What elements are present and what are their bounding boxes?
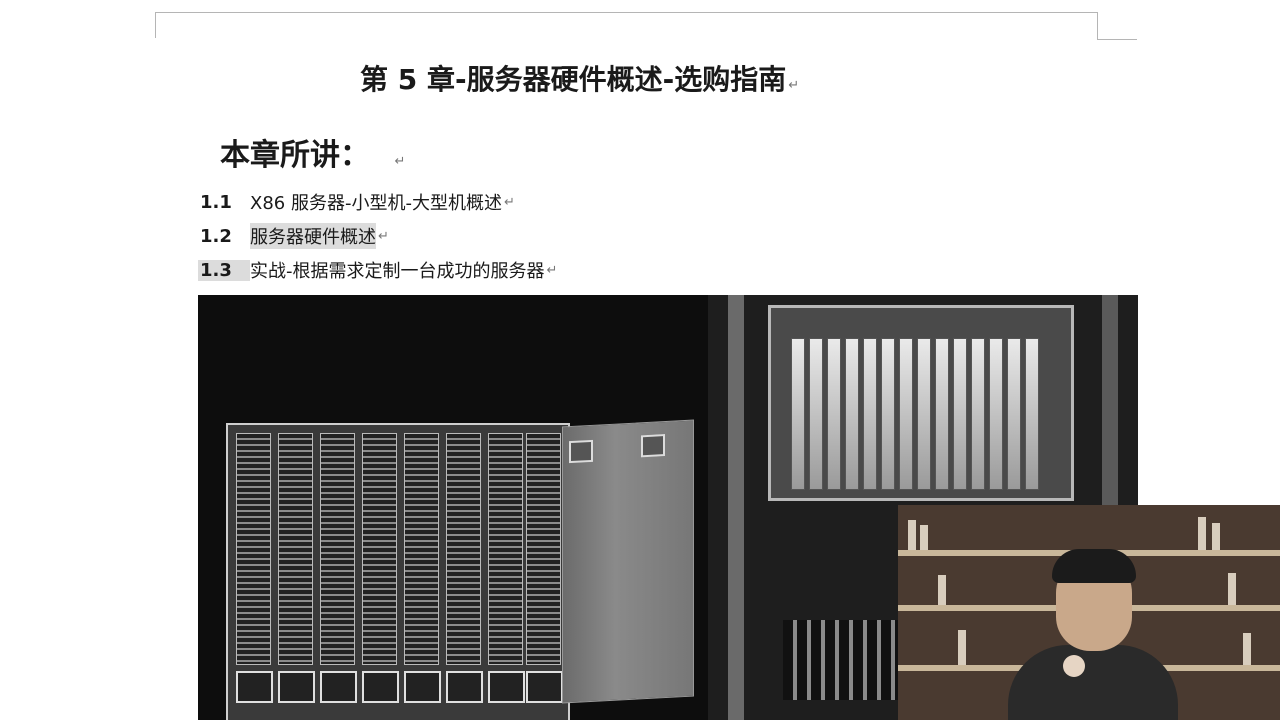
chapter-intro-text: 本章所讲：: [220, 138, 370, 173]
rack-lower-units: [783, 620, 903, 700]
paragraph-mark-icon: ↵: [546, 262, 558, 278]
book: [938, 575, 946, 605]
paragraph-mark-icon: ↵: [394, 154, 406, 169]
book: [1243, 633, 1251, 665]
toc-text: 实战-根据需求定制一台成功的服务器: [250, 261, 545, 282]
chapter-title-text: 第 5 章-服务器硬件概述-选购指南: [360, 63, 787, 96]
book: [958, 630, 966, 665]
blade-module: [488, 433, 523, 665]
book: [1228, 573, 1236, 605]
rack-rail: [728, 295, 744, 720]
toc-text: X86 服务器-小型机-大型机概述: [250, 193, 502, 214]
blade-bay: [446, 671, 483, 703]
blade-bay: [488, 671, 525, 703]
toc-item-2[interactable]: 1.2 服务器硬件概述 ↵: [198, 219, 718, 253]
book: [908, 520, 916, 550]
paragraph-mark-icon: ↵: [378, 228, 389, 244]
rack-card: [953, 338, 967, 490]
rack-card: [809, 338, 823, 490]
chapter-intro: 本章所讲： ↵: [220, 130, 406, 173]
presenter-webcam-overlay: [898, 505, 1280, 720]
rack-card: [899, 338, 913, 490]
rack-card: [989, 338, 1003, 490]
blade-bay: [526, 671, 563, 703]
channel-watermark: [30, 30, 265, 66]
rack-card: [935, 338, 949, 490]
chassis-handle: [569, 439, 593, 464]
blade-bay: [236, 671, 273, 703]
blade-module: [446, 433, 481, 665]
presenter-hair: [1052, 549, 1136, 583]
crop-mark-top-right-tail: [1097, 39, 1137, 40]
table-of-contents: 1.1 X86 服务器-小型机-大型机概述 ↵ 1.2 服务器硬件概述 ↵ 1.…: [198, 185, 718, 287]
blade-server-chassis: [226, 423, 570, 720]
toc-number: 1.2: [200, 225, 232, 247]
blade-module: [278, 433, 313, 665]
rack-card: [845, 338, 859, 490]
blade-module: [526, 433, 561, 665]
server-hardware-photo: [198, 295, 1138, 720]
toc-number: 1.3: [198, 259, 250, 281]
chassis-handle: [641, 434, 665, 458]
rack-card: [917, 338, 931, 490]
chapter-title: 第 5 章-服务器硬件概述-选购指南↵: [360, 58, 920, 104]
blade-module: [320, 433, 355, 665]
chassis-side-panel: [562, 419, 694, 704]
rack-card: [791, 338, 805, 490]
rack-card: [881, 338, 895, 490]
crop-mark-top-left: [155, 12, 156, 38]
blade-bay: [320, 671, 357, 703]
paragraph-mark-icon: ↵: [788, 78, 800, 93]
crop-mark-top: [155, 12, 1098, 13]
blade-bay: [404, 671, 441, 703]
blade-module: [404, 433, 439, 665]
crop-mark-top-right: [1097, 12, 1098, 39]
toc-item-1[interactable]: 1.1 X86 服务器-小型机-大型机概述 ↵: [198, 185, 718, 219]
toc-number: 1.1: [200, 191, 232, 213]
blade-module: [362, 433, 397, 665]
rack-card: [1007, 338, 1021, 490]
paragraph-mark-icon: ↵: [503, 194, 515, 210]
rack-card: [827, 338, 841, 490]
blade-bay: [278, 671, 315, 703]
toc-text: 服务器硬件概述: [250, 223, 376, 249]
rack-card: [971, 338, 985, 490]
book: [1212, 523, 1220, 550]
blade-bay: [362, 671, 399, 703]
rack-card: [863, 338, 877, 490]
microphone-icon: [1063, 655, 1085, 677]
book: [1198, 517, 1206, 550]
toc-item-3[interactable]: 1.3 实战-根据需求定制一台成功的服务器 ↵: [198, 253, 718, 287]
rack-enclosure: [768, 305, 1074, 501]
presenter-body: [1008, 645, 1178, 720]
rack-card: [1025, 338, 1039, 490]
book: [920, 525, 928, 550]
blade-module: [236, 433, 271, 665]
